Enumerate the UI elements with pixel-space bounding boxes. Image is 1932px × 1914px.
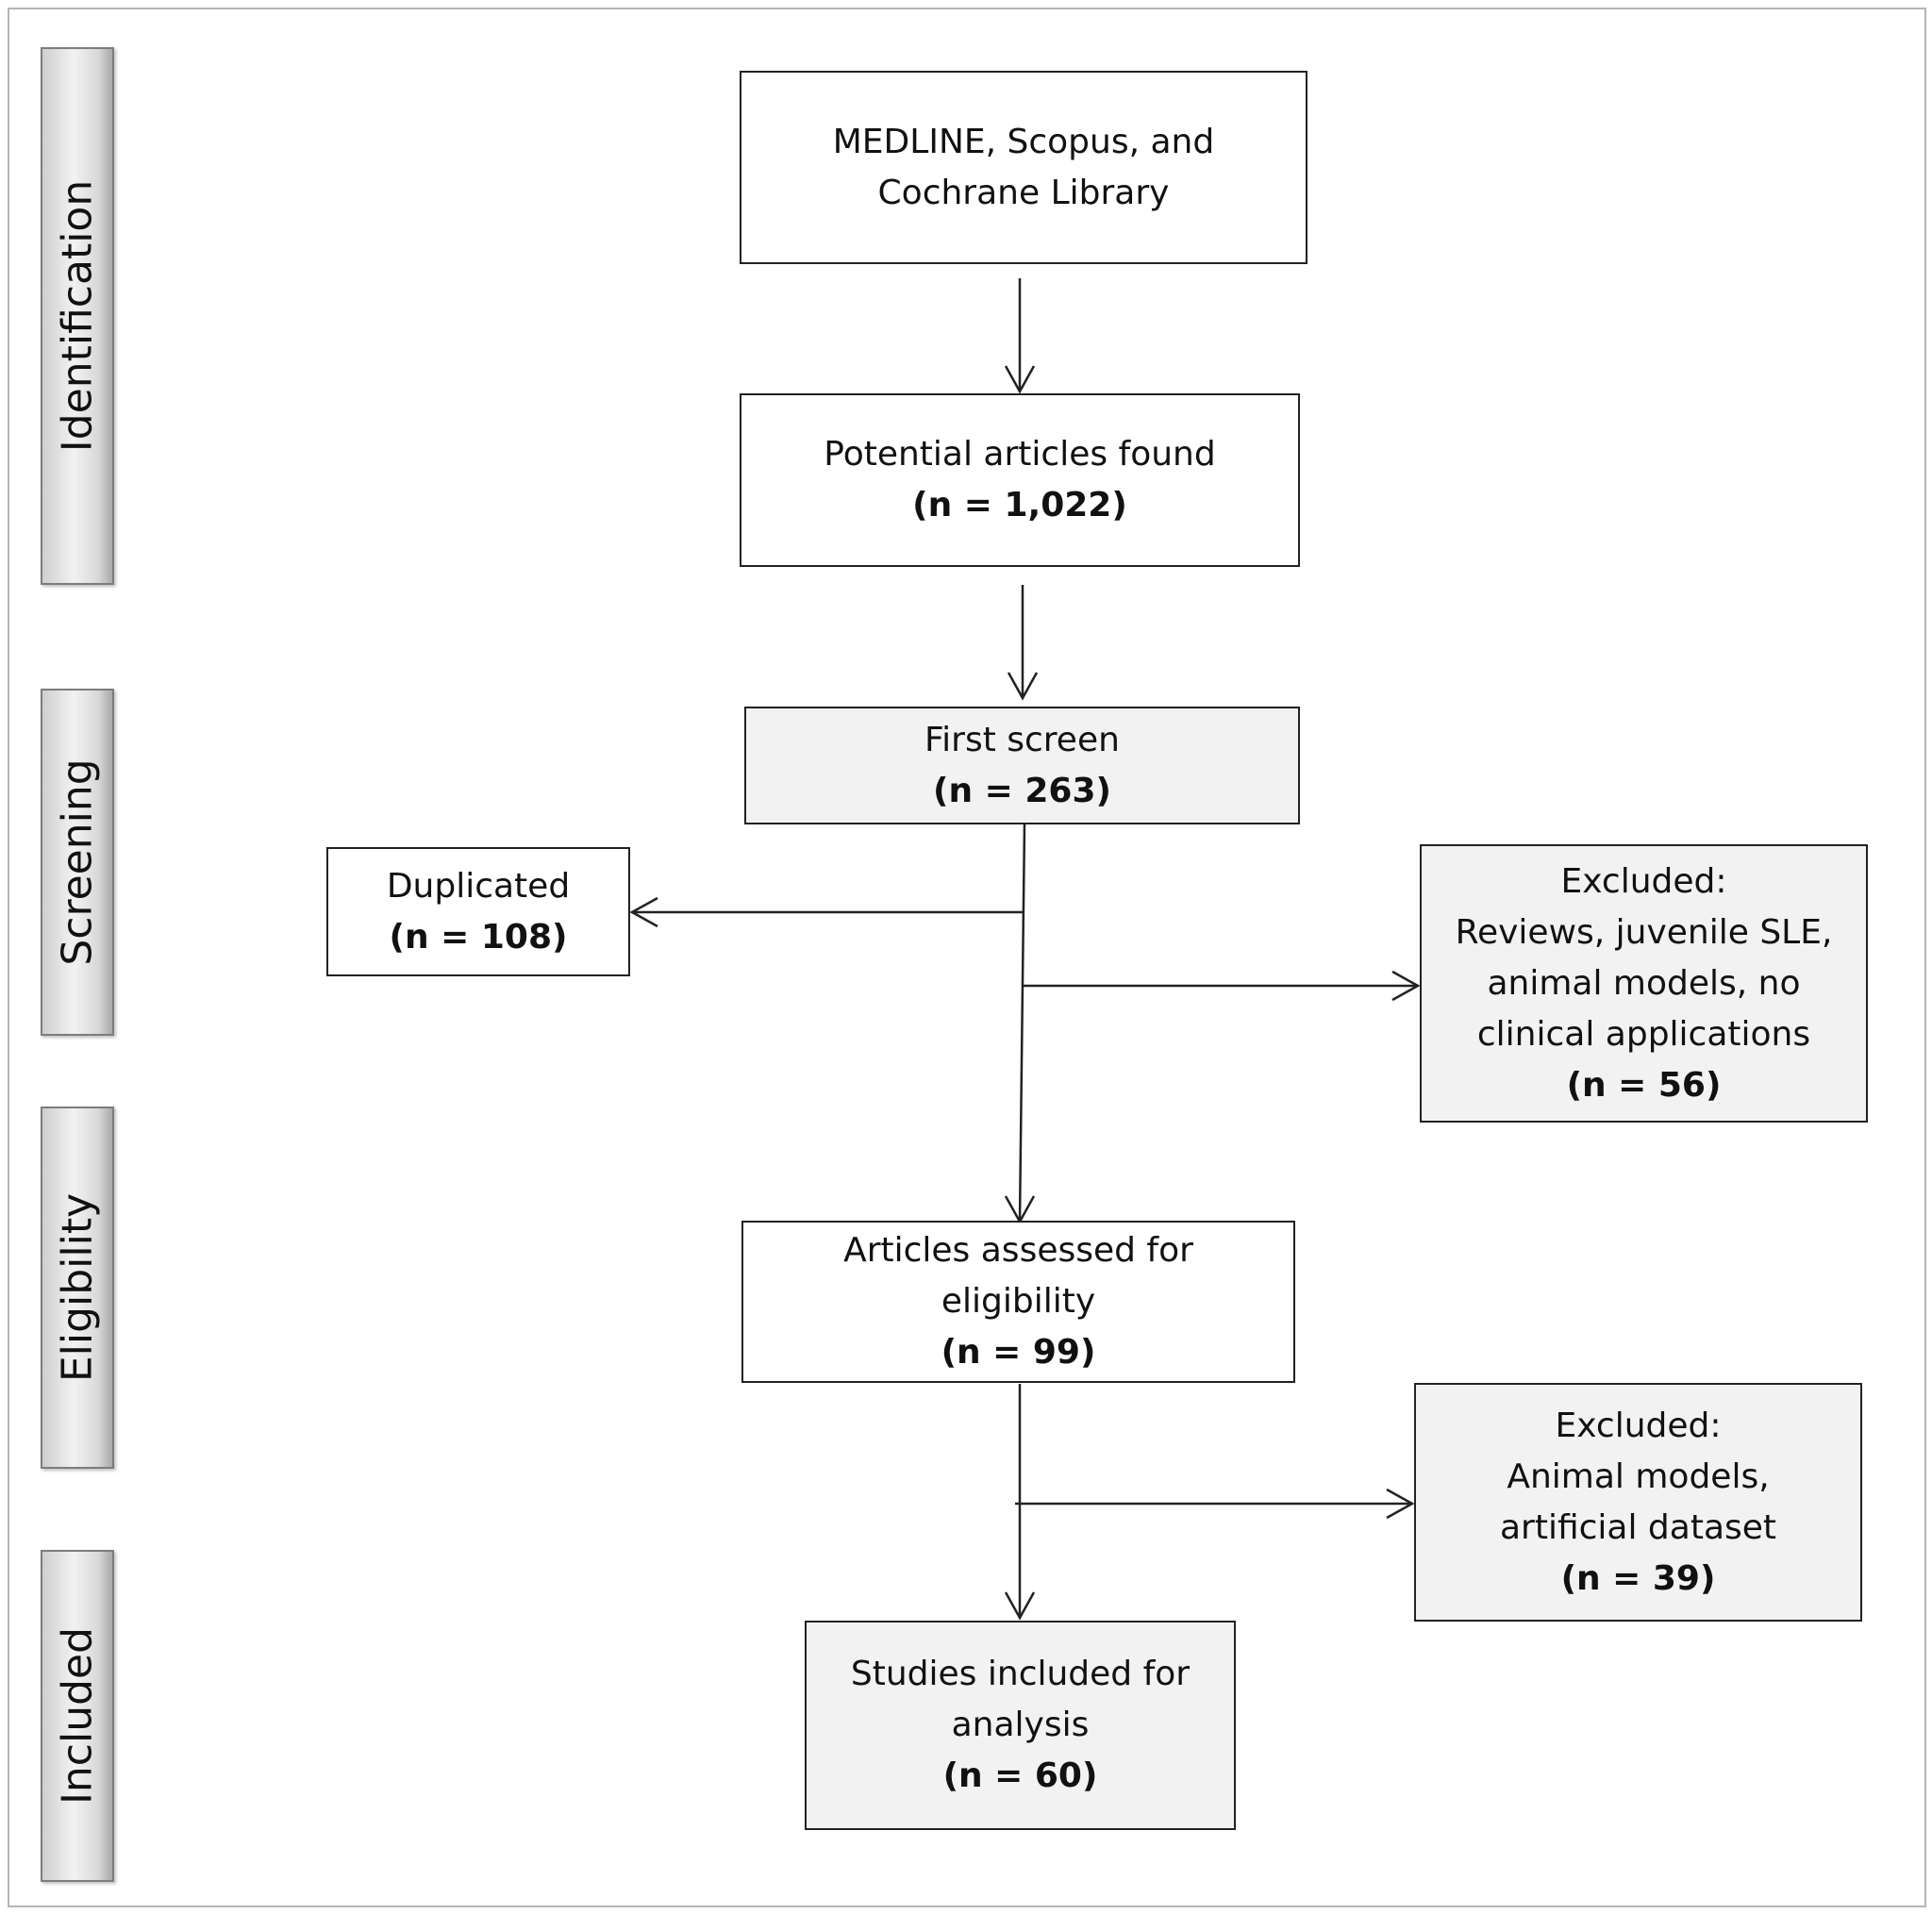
arrowhead-excluded-screen <box>1391 970 1421 1002</box>
excluded-screening-count: (n = 56) <box>1566 1065 1722 1105</box>
first-screen-box: First screen (n = 263) <box>744 707 1300 824</box>
stage-identification: Identification <box>41 47 114 585</box>
first-screen-label: First screen <box>924 720 1120 759</box>
included-line-2: analysis <box>951 1706 1090 1744</box>
excluded-eligibility-count: (n = 39) <box>1560 1558 1716 1598</box>
included-count: (n = 60) <box>942 1756 1098 1795</box>
excluded-screening-box: Excluded: Reviews, juvenile SLE, animal … <box>1420 844 1868 1123</box>
arrowhead-first-screen <box>1007 672 1039 701</box>
excluded-screening-line-2: Reviews, juvenile SLE, <box>1455 912 1833 952</box>
duplicated-count: (n = 108) <box>389 917 568 957</box>
duplicated-label: Duplicated <box>386 866 571 906</box>
potential-articles-box: Potential articles found (n = 1,022) <box>740 393 1300 567</box>
excluded-eligibility-line-2: Animal models, <box>1507 1456 1770 1496</box>
excluded-eligibility-line-3: artificial dataset <box>1499 1507 1777 1547</box>
excluded-screening-line-3: animal models, no <box>1487 963 1801 1003</box>
stage-eligibility: Eligibility <box>41 1107 114 1469</box>
included-line-1: Studies included for <box>850 1655 1191 1693</box>
eligibility-line-1: Articles assessed for <box>843 1231 1193 1270</box>
sources-line-2: Cochrane Library <box>877 173 1170 212</box>
eligibility-line-2: eligibility <box>941 1282 1096 1321</box>
included-box: Studies included for analysis (n = 60) <box>805 1621 1236 1830</box>
eligibility-count: (n = 99) <box>941 1333 1096 1372</box>
excluded-screening-line-1: Excluded: <box>1560 861 1727 901</box>
arrow-first-screen-to-eligibility <box>1018 823 1026 1223</box>
first-screen-count: (n = 263) <box>933 771 1111 810</box>
arrowhead-potential <box>1004 365 1036 394</box>
excluded-screening-line-4: clinical applications <box>1476 1014 1811 1054</box>
sources-line-1: MEDLINE, Scopus, and <box>832 122 1215 161</box>
duplicated-box: Duplicated (n = 108) <box>326 847 630 976</box>
potential-articles-label: Potential articles found <box>824 435 1216 474</box>
excluded-eligibility-line-1: Excluded: <box>1555 1406 1722 1445</box>
stage-screening: Screening <box>41 689 114 1036</box>
stage-included: Included <box>41 1550 114 1882</box>
excluded-eligibility-box: Excluded: Animal models, artificial data… <box>1414 1383 1862 1622</box>
arrowhead-excluded-eligibility <box>1386 1488 1415 1520</box>
arrowhead-included <box>1004 1591 1036 1621</box>
sources-box: MEDLINE, Scopus, and Cochrane Library <box>740 71 1307 264</box>
potential-articles-count: (n = 1,022) <box>912 486 1127 524</box>
eligibility-box: Articles assessed for eligibility (n = 9… <box>741 1221 1295 1383</box>
diagram-frame <box>8 8 1926 1907</box>
arrowhead-duplicated <box>629 896 658 928</box>
